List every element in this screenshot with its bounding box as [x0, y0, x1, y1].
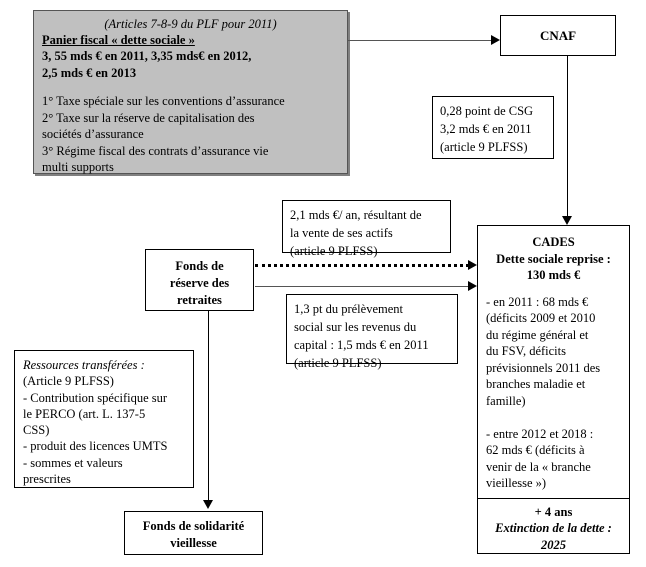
- ressources-list: (Article 9 PLFSS) - Contribution spécifi…: [23, 374, 168, 486]
- cades-divider: [478, 498, 629, 499]
- fonds-reserve-retraites-label: Fonds de réserve des retraites: [169, 259, 230, 307]
- panier-measures-list: 1° Taxe spéciale sur les conventions d’a…: [42, 94, 285, 174]
- csg-annotation-text: 0,28 point de CSG 3,2 mds € en 2011 (art…: [440, 104, 534, 154]
- cades-body-text: - en 2011 : 68 mds € (déficits 2009 et 2…: [486, 294, 601, 491]
- connector-panier-to-cnaf: [348, 40, 492, 41]
- panier-fiscal-box: (Articles 7-8-9 du PLF pour 2011) Panier…: [33, 10, 348, 174]
- csg-annotation-box: 0,28 point de CSG 3,2 mds € en 2011 (art…: [432, 96, 554, 159]
- prelevement-annotation-text: 1,3 pt du prélèvement social sur les rev…: [294, 302, 429, 370]
- cnaf-label: CNAF: [539, 28, 577, 43]
- cades-footer-years-label: + 4 ans: [534, 505, 573, 519]
- actifs-annotation-text: 2,1 mds €/ an, résultant de la vente de …: [290, 208, 422, 258]
- cades-box: CADES Dette sociale reprise : 130 mds € …: [477, 225, 630, 554]
- arrowhead-panier-to-cnaf: [491, 35, 500, 45]
- cades-footer: + 4 ans Extinction de la dette : 2025: [478, 499, 629, 553]
- fonds-solidarite-vieillesse-label: Fonds de solidarité vieillesse: [142, 519, 245, 550]
- connector-frr-to-fsv: [208, 311, 209, 501]
- connector-frr-to-cades-solid: [255, 286, 469, 287]
- arrowhead-frr-to-cades-dotted: [468, 260, 477, 270]
- connector-cnaf-to-cades: [567, 56, 568, 217]
- connector-frr-to-cades-dotted: [255, 264, 469, 267]
- panier-title-label: Panier fiscal « dette sociale »: [42, 33, 195, 47]
- ressources-title-label: Ressources transférées :: [23, 358, 145, 372]
- cnaf-box: CNAF: [500, 15, 616, 56]
- arrowhead-frr-to-cades-solid: [468, 281, 477, 291]
- fonds-solidarite-vieillesse-box: Fonds de solidarité vieillesse: [124, 511, 263, 555]
- cades-footer-extinction-label: Extinction de la dette : 2025: [495, 521, 612, 552]
- fonds-reserve-retraites-box: Fonds de réserve des retraites: [145, 249, 254, 311]
- actifs-annotation-box: 2,1 mds €/ an, résultant de la vente de …: [282, 200, 451, 258]
- panier-amounts-label: 3, 55 mds € en 2011, 3,35 mds€ en 2012, …: [42, 49, 252, 80]
- arrowhead-frr-to-fsv: [203, 500, 213, 509]
- ressources-transferees-box: Ressources transférées : (Article 9 PLFS…: [14, 350, 194, 488]
- prelevement-annotation-box: 1,3 pt du prélèvement social sur les rev…: [286, 294, 458, 370]
- cades-header-label: CADES Dette sociale reprise : 130 mds €: [496, 235, 611, 282]
- panier-articles-label: (Articles 7-8-9 du PLF pour 2011): [104, 17, 277, 31]
- arrowhead-cnaf-to-cades: [562, 216, 572, 225]
